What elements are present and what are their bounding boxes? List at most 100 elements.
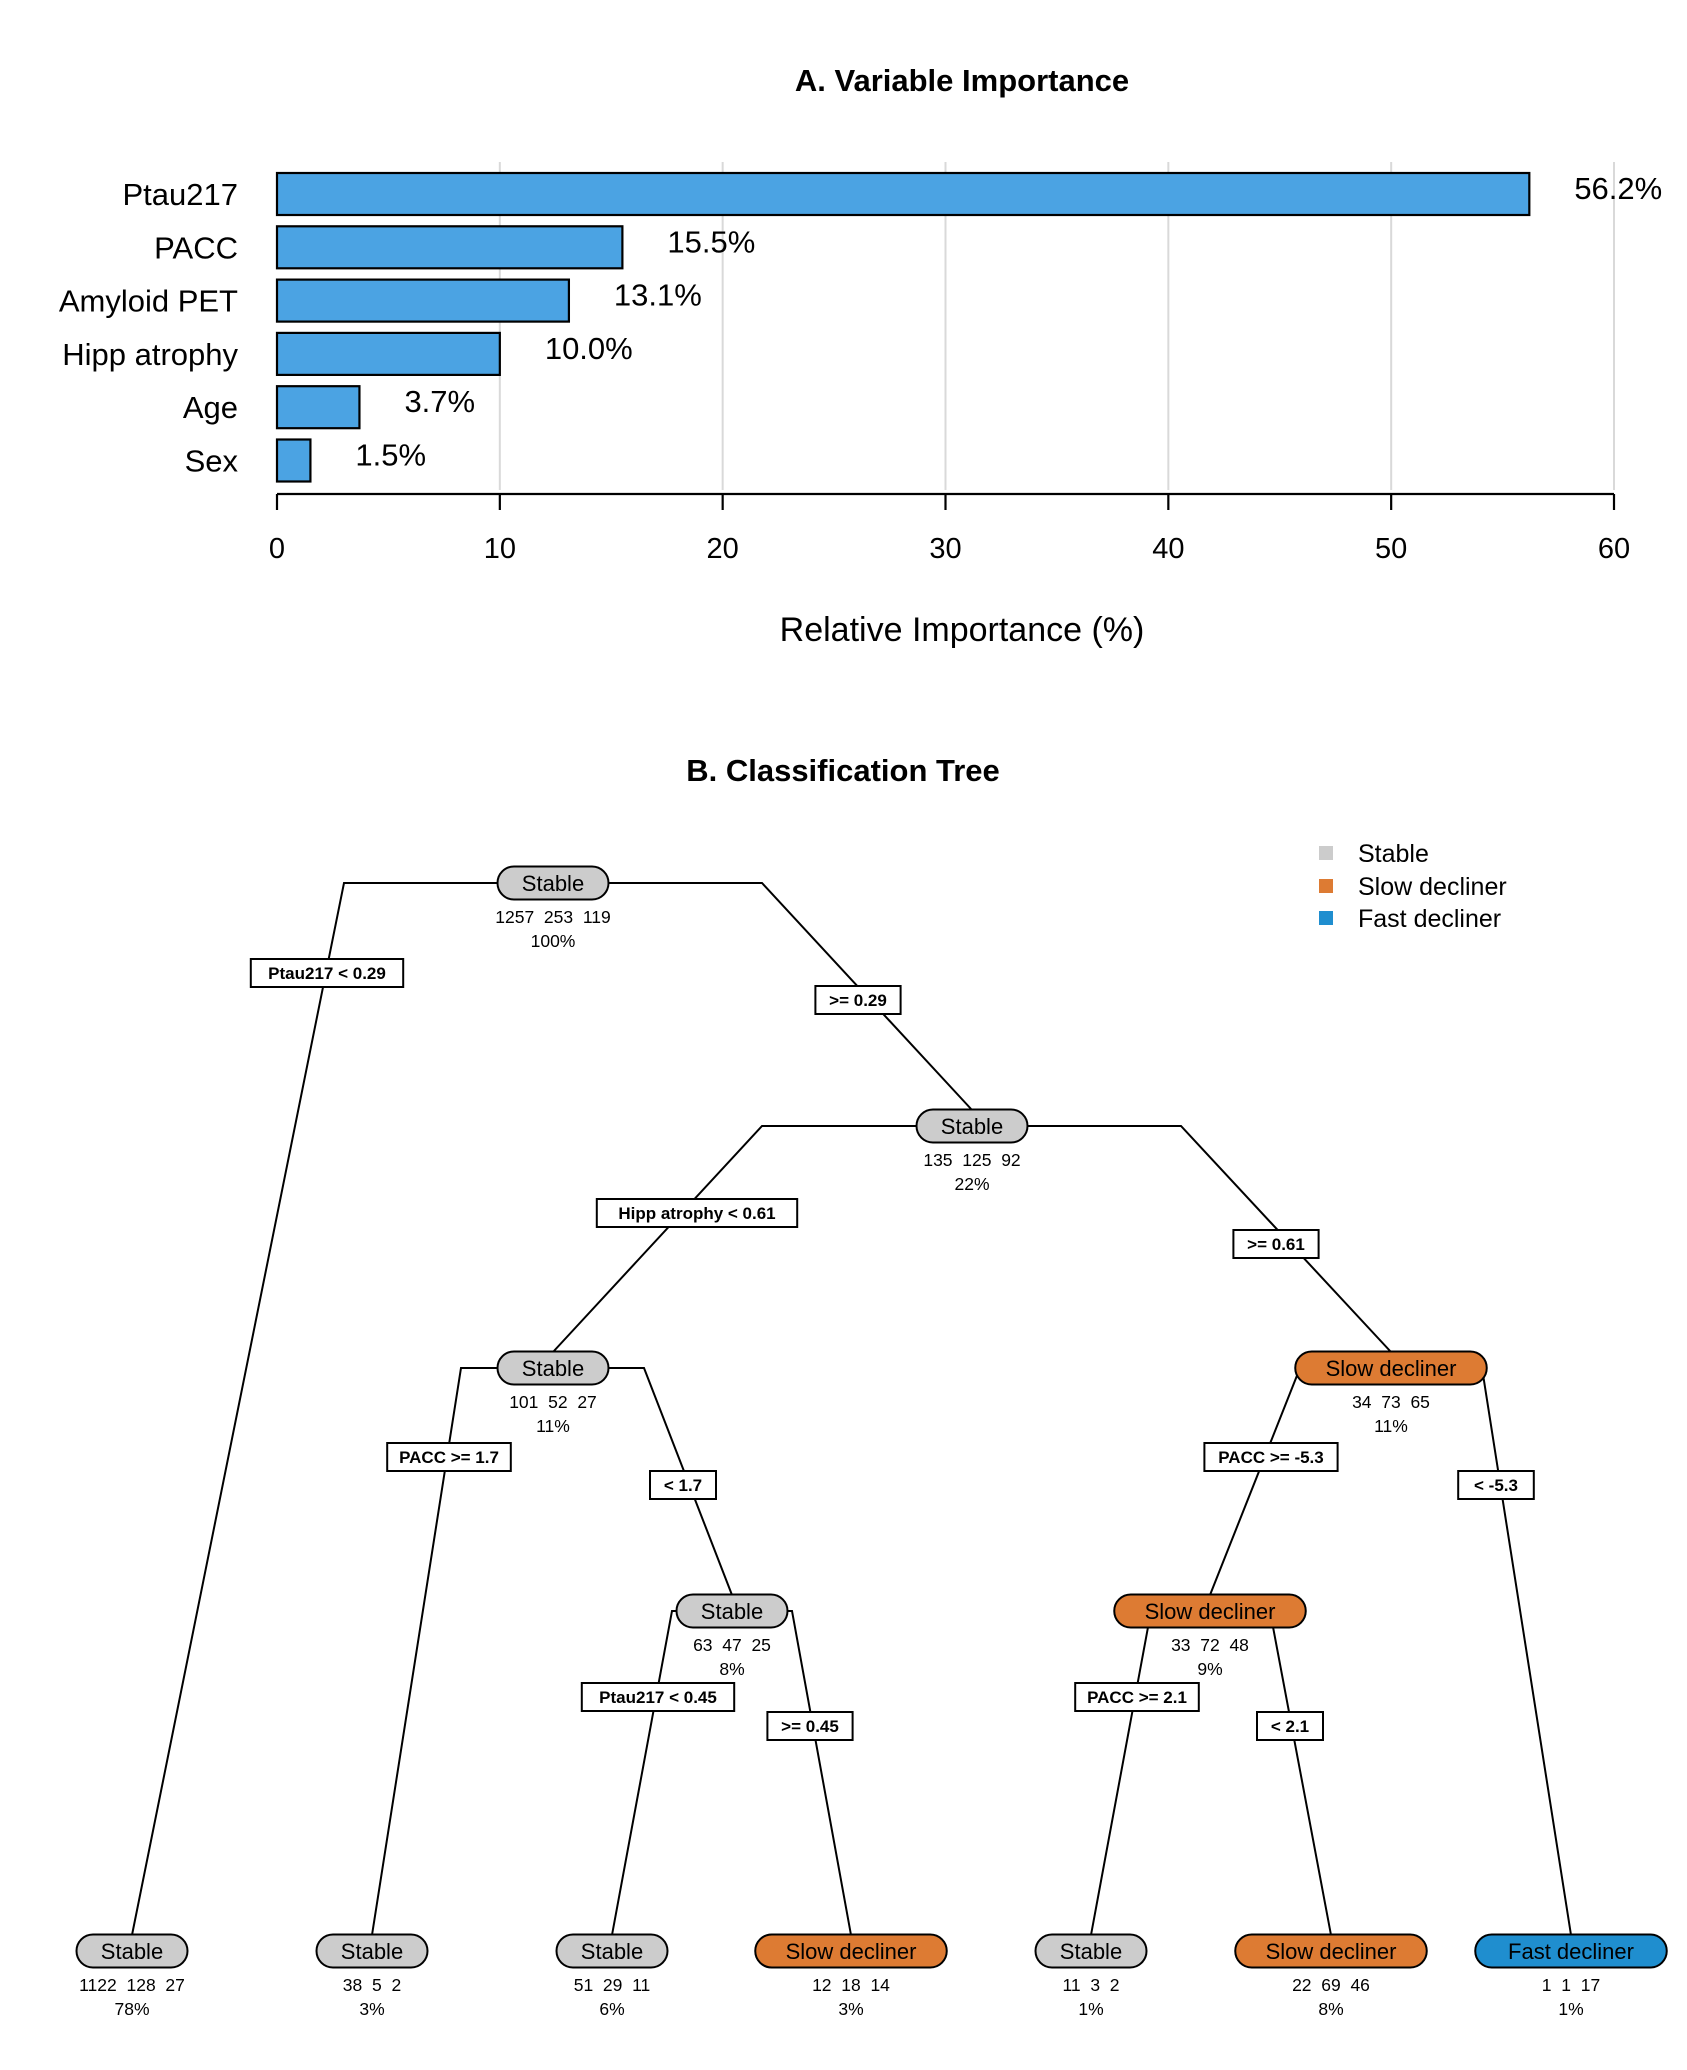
node-counts-n1: 1257 253 119	[495, 907, 610, 927]
x-tick-label-50: 50	[1375, 533, 1407, 565]
node-label-leaf5: Stable	[1060, 1939, 1122, 1964]
tree-node-leaf7	[1474, 1933, 1668, 1969]
x-tick-label-60: 60	[1598, 533, 1630, 565]
bar-pacc	[275, 225, 624, 270]
legend-label-slow-decliner: Slow decliner	[1358, 873, 1507, 901]
data-label-ptau217: 56.2%	[1574, 171, 1662, 206]
split-box-s1r	[814, 985, 902, 1015]
node-pct-leaf3: 6%	[599, 1999, 624, 2019]
tree-edge-2	[553, 882, 973, 1111]
data-label-hipp-atrophy: 10.0%	[545, 331, 633, 366]
node-label-n3: Stable	[941, 1114, 1003, 1139]
x-tick-label-0: 0	[269, 533, 285, 565]
node-counts-leaf3: 51 29 11	[574, 1975, 651, 1995]
split-box-s3l	[595, 1198, 799, 1228]
split-label-s14l: PACC >= 2.1	[1087, 1688, 1187, 1707]
split-label-s14r: < 2.1	[1271, 1717, 1309, 1736]
split-label-s3r: >= 0.61	[1247, 1235, 1305, 1254]
node-pct-n14: 9%	[1197, 1659, 1222, 1679]
chart-a-title: A. Variable Importance	[795, 63, 1129, 98]
tree-edge-3	[552, 1125, 972, 1353]
split-label-s7l: PACC >= -5.3	[1218, 1448, 1324, 1467]
bar-age	[275, 385, 361, 430]
node-counts-leaf2: 38 5 2	[343, 1975, 401, 1995]
chart-a-x-axis: 0 10 20 30 40 50 60	[269, 492, 1630, 565]
bar-ptau217	[275, 171, 1531, 217]
node-pct-leaf6: 8%	[1318, 1999, 1343, 2019]
tree-node-n3	[915, 1108, 1029, 1144]
split-label-s1l: Ptau217 < 0.29	[268, 964, 386, 983]
split-label-s6r: < 1.7	[664, 1476, 702, 1495]
category-label-ptau217: Ptau217	[123, 177, 239, 212]
node-counts-n14: 33 72 48	[1171, 1635, 1249, 1655]
tree-node-leaf5	[1034, 1933, 1148, 1969]
node-pct-n6: 11%	[536, 1416, 570, 1436]
category-label-age: Age	[183, 390, 238, 425]
tree-edge-4	[972, 1125, 1392, 1353]
node-counts-leaf7: 1 1 17	[1542, 1975, 1600, 1995]
node-counts-leaf1: 1122 128 27	[79, 1975, 185, 1995]
x-tick-label-40: 40	[1152, 533, 1184, 565]
legend-label-fast-decliner: Fast decliner	[1358, 905, 1501, 933]
node-counts-leaf4: 12 18 14	[812, 1975, 890, 1995]
category-label-pacc: PACC	[154, 230, 238, 265]
node-label-n1: Stable	[522, 871, 584, 896]
node-pct-leaf4: 3%	[838, 1999, 863, 2019]
x-tick-label-10: 10	[484, 533, 516, 565]
split-label-s6l: PACC >= 1.7	[399, 1448, 499, 1467]
split-box-s6l	[386, 1442, 512, 1472]
tree-edge-11	[1090, 1610, 1210, 1936]
node-label-leaf1: Stable	[101, 1939, 163, 1964]
tree-node-n7	[1294, 1350, 1488, 1386]
data-label-amyloid-pet: 13.1%	[614, 278, 702, 313]
tree-node-leaf1	[75, 1933, 189, 1969]
chart-a-gridlines	[498, 162, 1615, 490]
node-pct-leaf7: 1%	[1558, 1999, 1583, 2019]
node-pct-leaf5: 1%	[1078, 1999, 1103, 2019]
node-label-leaf3: Stable	[581, 1939, 643, 1964]
split-label-s13l: Ptau217 < 0.45	[599, 1688, 717, 1707]
node-pct-n7: 11%	[1374, 1416, 1408, 1436]
node-pct-n13: 8%	[719, 1659, 744, 1679]
split-label-s3l: Hipp atrophy < 0.61	[618, 1204, 775, 1223]
node-counts-leaf5: 11 3 2	[1062, 1975, 1119, 1995]
tree-edge-10	[732, 1610, 852, 1936]
node-counts-n13: 63 47 25	[693, 1635, 771, 1655]
tree-node-n13	[675, 1593, 789, 1629]
bar-amyloid-pet	[275, 278, 571, 323]
tree-node-n1	[496, 865, 610, 901]
tree-node-n6	[496, 1350, 610, 1386]
tree-node-leaf3	[555, 1933, 669, 1969]
data-label-age: 3.7%	[404, 384, 475, 419]
classification-tree-chart: B. Classification Tree Stable Slow decli…	[75, 753, 1668, 2019]
tree-edge-1	[131, 882, 553, 1936]
split-box-s7r	[1457, 1470, 1535, 1500]
split-box-s7l	[1203, 1442, 1339, 1472]
bar-hipp-atrophy	[275, 331, 501, 376]
tree-edge-12	[1210, 1610, 1332, 1936]
legend-label-stable: Stable	[1358, 840, 1429, 868]
node-pct-leaf1: 78%	[114, 1999, 149, 2019]
bar-sex	[275, 438, 312, 483]
tree-node-leaf2	[315, 1933, 429, 1969]
category-label-amyloid-pet: Amyloid PET	[59, 284, 238, 319]
split-box-s6r	[649, 1470, 717, 1500]
legend-swatch-fast-decliner	[1319, 911, 1333, 925]
legend-swatch-stable	[1319, 846, 1333, 860]
data-label-sex: 1.5%	[355, 438, 426, 473]
split-box-s13r	[766, 1711, 854, 1741]
split-box-s13l	[580, 1682, 736, 1712]
x-tick-label-30: 30	[929, 533, 961, 565]
split-box-s1l	[249, 958, 405, 988]
node-label-n7: Slow decliner	[1326, 1356, 1457, 1381]
node-pct-leaf2: 3%	[359, 1999, 384, 2019]
x-tick-label-20: 20	[707, 533, 739, 565]
split-label-s7r: < -5.3	[1474, 1476, 1518, 1495]
node-pct-n1: 100%	[531, 931, 576, 951]
chart-a-xlabel: Relative Importance (%)	[780, 611, 1145, 649]
node-label-leaf7: Fast decliner	[1508, 1939, 1634, 1964]
